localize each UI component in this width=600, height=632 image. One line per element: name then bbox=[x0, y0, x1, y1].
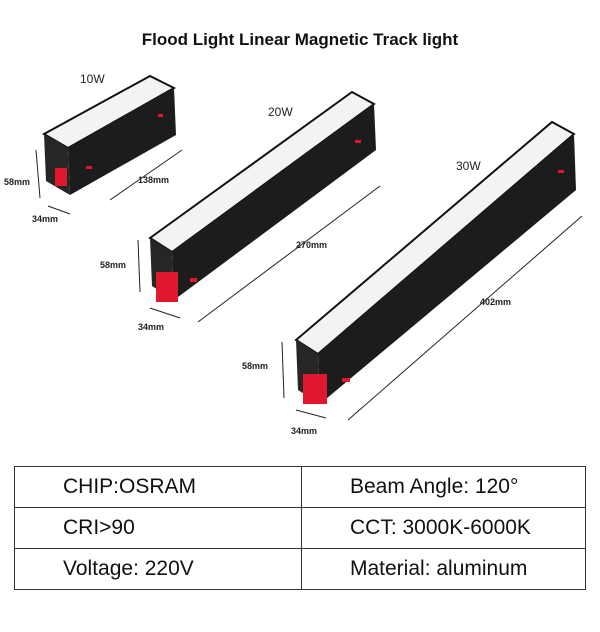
spec-table: CHIP:OSRAM Beam Angle: 120° CRI>90 CCT: … bbox=[14, 466, 586, 590]
fixture-20w bbox=[137, 90, 381, 323]
watt-label-30w: 30W bbox=[456, 159, 481, 173]
width-label-10w: 34mm bbox=[32, 214, 58, 224]
red-connector-10w bbox=[55, 168, 67, 186]
width-label-20w: 34mm bbox=[138, 322, 164, 332]
spec-row: CHIP:OSRAM Beam Angle: 120° bbox=[14, 466, 586, 508]
spec-cri: CRI>90 bbox=[14, 507, 302, 549]
length-label-10w: 138mm bbox=[138, 175, 169, 185]
fixture-30w bbox=[281, 120, 583, 421]
height-label-10w: 58mm bbox=[4, 177, 30, 187]
spec-cct: CCT: 3000K-6000K bbox=[301, 507, 586, 549]
width-label-30w: 34mm bbox=[291, 426, 317, 436]
watt-label-10w: 10W bbox=[80, 72, 105, 86]
watt-label-20w: 20W bbox=[268, 105, 293, 119]
spec-beam-angle: Beam Angle: 120° bbox=[301, 466, 586, 508]
length-label-30w: 402mm bbox=[480, 297, 511, 307]
height-label-30w: 58mm bbox=[242, 361, 268, 371]
spec-material: Material: aluminum bbox=[301, 548, 586, 590]
spec-row: CRI>90 CCT: 3000K-6000K bbox=[14, 507, 586, 549]
fixture-10w bbox=[35, 74, 183, 215]
red-connector-30w bbox=[303, 374, 327, 404]
spec-row: Voltage: 220V Material: aluminum bbox=[14, 548, 586, 590]
red-connector-20w bbox=[156, 272, 178, 302]
spec-chip: CHIP:OSRAM bbox=[14, 466, 302, 508]
page-title: Flood Light Linear Magnetic Track light bbox=[141, 30, 459, 49]
length-label-20w: 270mm bbox=[296, 240, 327, 250]
product-illustration: 10W 58mm 34mm 138mm 20W 58mm 34mm 270mm … bbox=[4, 72, 583, 436]
spec-voltage: Voltage: 220V bbox=[14, 548, 302, 590]
height-label-20w: 58mm bbox=[100, 260, 126, 270]
